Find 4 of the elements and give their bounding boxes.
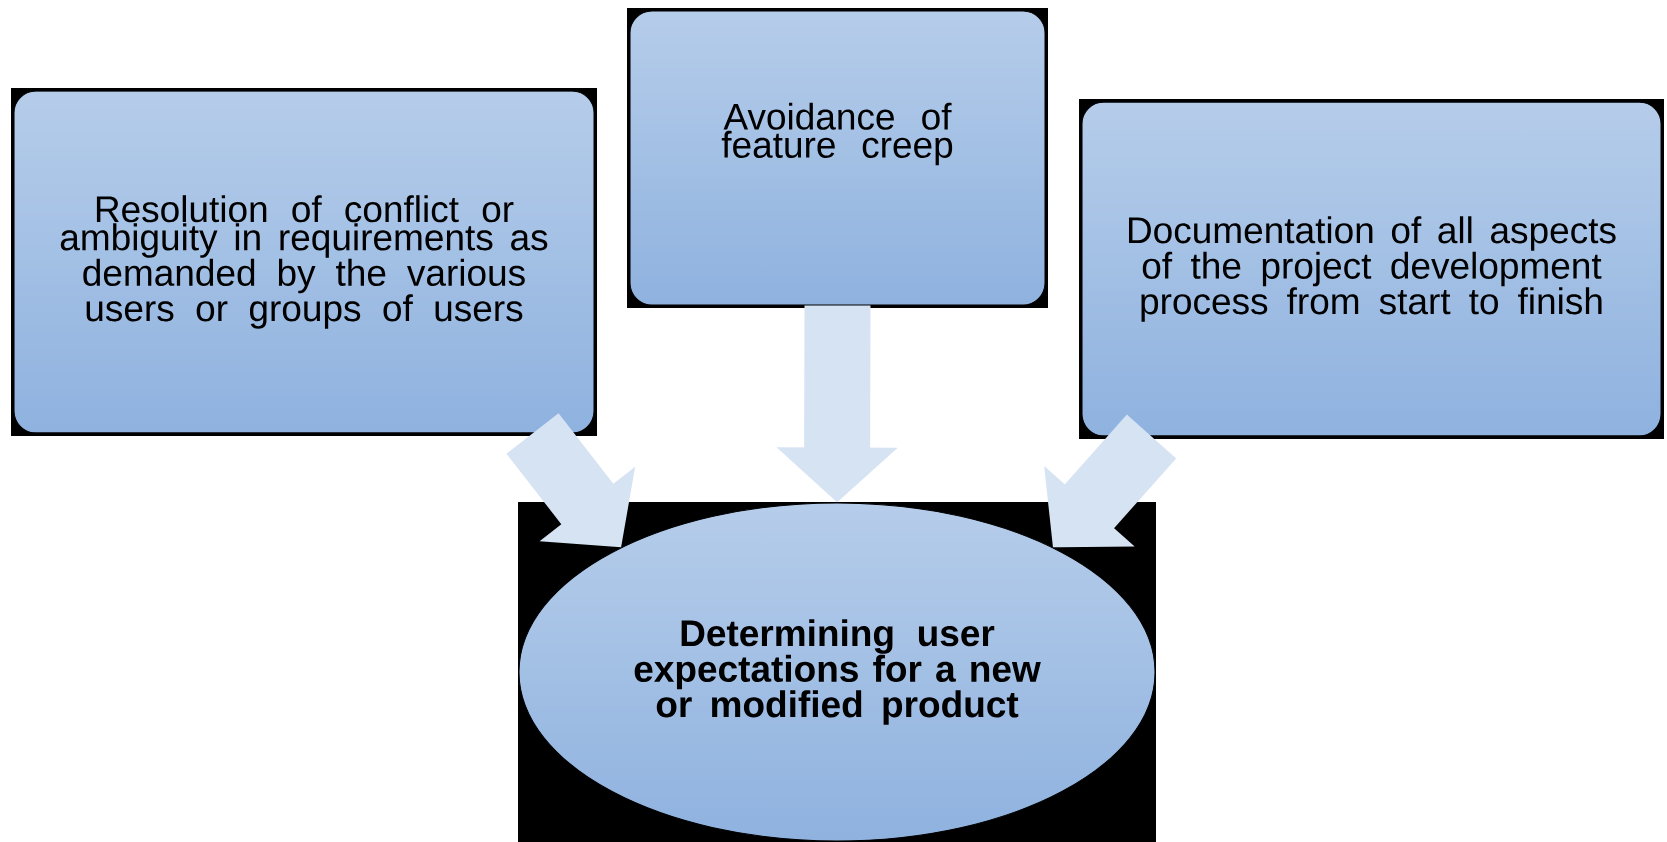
process-box: Documentation of all aspects of the project development process from start to finish — [1079, 99, 1664, 439]
process-box: Avoidance of feature creep — [627, 8, 1048, 308]
process-box: Resolution of conflict or ambiguity in requirements as demanded by the various users or groups of users — [11, 88, 597, 436]
ellipse-node: Determining user expectations for a new or modified product — [518, 502, 1156, 842]
